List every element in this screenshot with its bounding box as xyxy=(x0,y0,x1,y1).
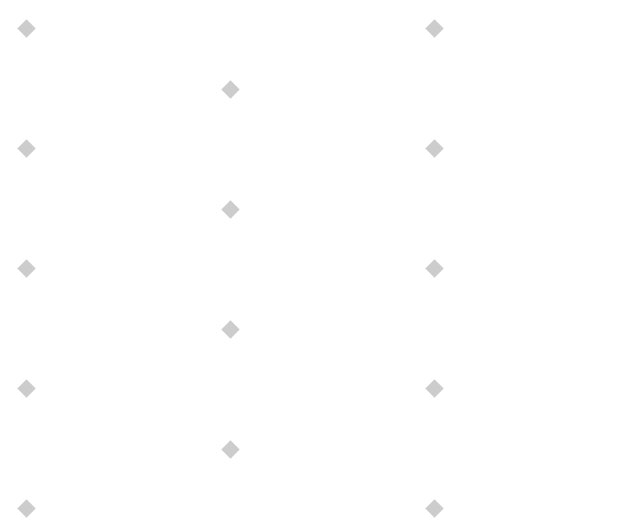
diamond-icon xyxy=(220,439,240,459)
diamond-icon xyxy=(220,199,240,219)
diamond-icon xyxy=(16,378,36,398)
diamond-icon xyxy=(424,138,444,158)
diamond-icon xyxy=(16,138,36,158)
diamond-icon xyxy=(220,79,240,99)
diamond-icon xyxy=(16,258,36,278)
diamond-icon xyxy=(16,18,36,38)
diamond-icon xyxy=(424,18,444,38)
diamond-icon xyxy=(220,319,240,339)
diamond-icon xyxy=(424,378,444,398)
diamond-icon xyxy=(424,258,444,278)
diamond-icon xyxy=(424,498,444,518)
diamond-icon xyxy=(16,498,36,518)
